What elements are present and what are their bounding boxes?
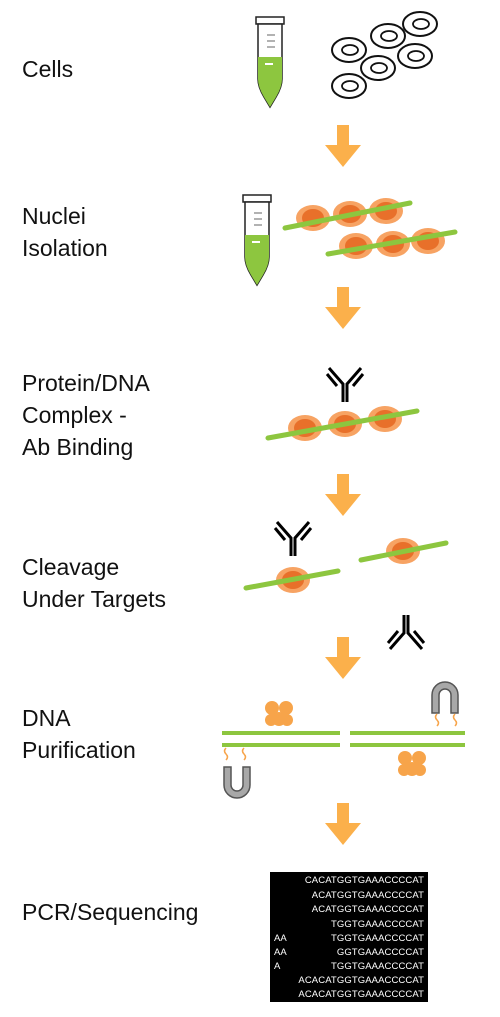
down-arrow-icon <box>325 803 361 845</box>
sequencing-readout: CACATGGTGAAACCCCAT ACATGGTGAAACCCCAT ACA… <box>270 872 428 1002</box>
sequence-read: ACATGGTGAAACCCCAT <box>311 904 424 915</box>
step-label-pcr: PCR/Sequencing <box>22 896 198 928</box>
antibody-icon <box>325 366 365 404</box>
step-label-cleavage: Cleavage Under Targets <box>22 551 166 615</box>
magnet-icon <box>223 766 251 799</box>
sequence-read: ACACATGGTGAAACCCCAT <box>298 989 424 1000</box>
sequence-read: TGGTGAAACCCCAT <box>330 933 424 944</box>
tube-icon <box>255 16 285 108</box>
step-label-line: Protein/DNA <box>22 370 150 396</box>
step-label-line: PCR/Sequencing <box>22 899 199 925</box>
sequence-read: ACACATGGTGAAACCCCAT <box>298 975 424 986</box>
magnetic-beads-icon <box>265 701 293 726</box>
step-label-line: Complex - <box>22 402 127 428</box>
sequence-read: TGGTGAAACCCCAT <box>330 919 424 930</box>
magnetic-beads-icon <box>398 751 426 776</box>
tube-icon <box>242 194 272 286</box>
chromatin-icon <box>265 406 420 441</box>
dna-strand-icon <box>222 731 465 747</box>
step-label-line: Under Targets <box>22 586 167 612</box>
step-label-line: Cleavage <box>22 554 120 580</box>
down-arrow-icon <box>325 287 361 329</box>
sequence-read: GGTGAAACCCCAT <box>336 947 424 958</box>
magnet-icon <box>431 681 459 714</box>
nucleosome-icon <box>243 567 341 593</box>
step-label-line: Nuclei <box>22 203 86 229</box>
step-label-line: DNA <box>22 705 71 731</box>
down-arrow-icon <box>325 125 361 167</box>
sequence-read: CACATGGTGAAACCCCAT <box>304 875 424 886</box>
antibody-icon <box>273 520 313 558</box>
step-label-cells: Cells <box>22 53 73 85</box>
step-label-line: Cells <box>22 56 74 82</box>
sequence-read: TGGTGAAACCCCAT <box>330 961 424 972</box>
down-arrow-icon <box>325 474 361 516</box>
cells-icon <box>331 11 438 99</box>
sequence-read: ACATGGTGAAACCCCAT <box>311 890 424 901</box>
down-arrow-icon <box>325 637 361 679</box>
antibody-icon <box>386 613 426 651</box>
sequence-fragment: AA <box>274 947 287 958</box>
step-label-line: Isolation <box>22 235 108 261</box>
chromatin-icon <box>282 198 458 259</box>
step-label-purification: DNA Purification <box>22 702 136 766</box>
step-label-line: Purification <box>22 737 136 763</box>
step-label-ab-binding: Protein/DNA Complex - Ab Binding <box>22 367 150 463</box>
sequence-fragment: AA <box>274 933 287 944</box>
sequence-fragment: A <box>274 961 281 972</box>
step-label-nuclei-isolation: Nuclei Isolation <box>22 200 108 264</box>
step-label-line: Ab Binding <box>22 434 134 460</box>
nucleosome-icon <box>358 538 449 564</box>
magnetic-field-icon <box>223 713 458 761</box>
